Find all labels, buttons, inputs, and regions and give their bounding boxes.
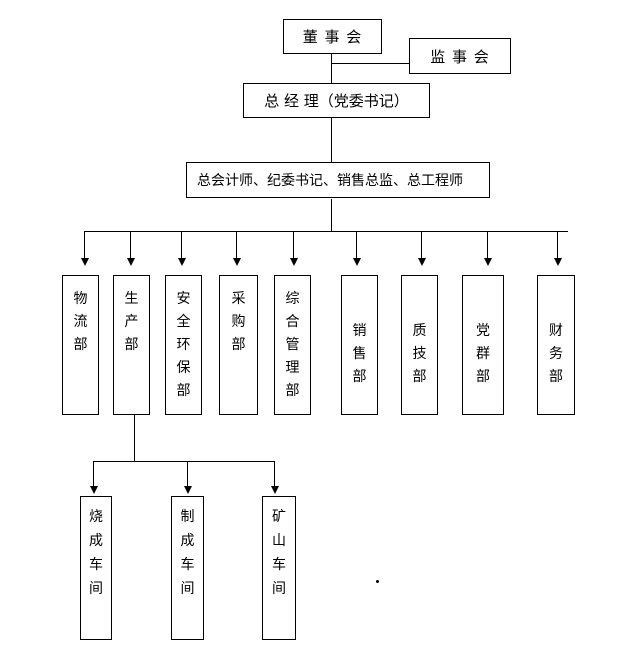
arrow-shaft [84, 232, 85, 258]
node-staff-officers: 总会计师、纪委书记、销售总监、总工程师 [186, 162, 490, 198]
arrow-down-general-mgmt [289, 232, 298, 266]
workshop-box-finishing: 制成车间 [171, 496, 204, 640]
arrow-head-icon [232, 258, 241, 266]
dept-box-finance: 财务部 [537, 275, 575, 415]
arrow-shaft [274, 461, 275, 486]
arrow-shaft [187, 461, 188, 486]
workshop-label: 烧成车间 [89, 509, 103, 597]
stray-dot [376, 580, 379, 583]
node-general-manager: 总 经 理（党委书记） [243, 83, 430, 118]
arrow-down-sales [352, 232, 361, 266]
workshop-box-mining: 矿山车间 [262, 496, 296, 640]
arrow-head-icon [352, 258, 361, 266]
workshop-label: 矿山车间 [272, 509, 286, 597]
dept-label: 综合管理部 [285, 291, 300, 399]
connector-board-gm [331, 54, 332, 84]
arrow-shaft [293, 232, 294, 258]
dept-box-logistics: 物流部 [62, 275, 99, 415]
dept-box-procurement: 采购部 [219, 275, 258, 415]
connector-production-stem [134, 415, 135, 462]
arrow-head-icon [417, 258, 426, 266]
arrow-head-icon [177, 258, 186, 266]
connector-gm-staff [331, 118, 332, 162]
node-board-label: 董 事 会 [302, 28, 363, 46]
connector-workshop-bar [93, 461, 274, 462]
dept-box-production: 生产部 [113, 275, 150, 415]
arrow-head-icon [126, 258, 135, 266]
arrow-down-finishing [183, 461, 192, 494]
dept-label: 采购部 [231, 291, 246, 353]
arrow-down-procurement [232, 232, 241, 266]
dept-label: 党群部 [476, 323, 490, 385]
arrow-down-quality-tech [417, 232, 426, 266]
arrow-shaft [487, 232, 488, 258]
arrow-down-safety-env [177, 232, 186, 266]
arrow-shaft [421, 232, 422, 258]
dept-box-quality-tech: 质技部 [401, 275, 438, 415]
node-board: 董 事 会 [283, 19, 382, 54]
workshop-box-sintering: 烧成车间 [80, 496, 112, 640]
dept-box-party-mass: 党群部 [462, 275, 504, 415]
arrow-head-icon [483, 258, 492, 266]
arrow-head-icon [289, 258, 298, 266]
dept-label: 质技部 [412, 323, 427, 385]
arrow-down-sintering [89, 461, 98, 494]
arrow-head-icon [553, 258, 562, 266]
connector-board-supervisory [331, 63, 409, 64]
arrow-shaft [93, 461, 94, 486]
dept-label: 财务部 [549, 323, 563, 385]
arrow-down-finance [553, 232, 562, 266]
arrow-shaft [181, 232, 182, 258]
connector-distributor-bar [84, 231, 568, 232]
dept-label: 销售部 [352, 323, 367, 385]
node-general-manager-label: 总 经 理（党委书记） [264, 92, 409, 110]
arrow-shaft [356, 232, 357, 258]
arrow-down-mining [270, 461, 279, 494]
dept-label: 生产部 [124, 291, 139, 353]
arrow-head-icon [270, 486, 279, 494]
arrow-head-icon [89, 486, 98, 494]
dept-label: 安全环保部 [176, 291, 191, 399]
connector-staff-distributor [331, 199, 332, 232]
node-supervisory-label: 监 事 会 [430, 47, 490, 66]
node-supervisory: 监 事 会 [409, 38, 511, 74]
arrow-shaft [236, 232, 237, 258]
workshop-label: 制成车间 [180, 509, 195, 597]
dept-label: 物流部 [73, 291, 88, 353]
arrow-shaft [557, 232, 558, 258]
arrow-head-icon [80, 258, 89, 266]
arrow-head-icon [183, 486, 192, 494]
arrow-shaft [130, 232, 131, 258]
arrow-down-logistics [80, 232, 89, 266]
dept-box-general-mgmt: 综合管理部 [274, 275, 311, 415]
arrow-down-party-mass [483, 232, 492, 266]
node-staff-officers-label: 总会计师、纪委书记、销售总监、总工程师 [197, 173, 463, 189]
arrow-down-production [126, 232, 135, 266]
dept-box-sales: 销售部 [341, 275, 378, 415]
dept-box-safety-env: 安全环保部 [165, 275, 202, 415]
